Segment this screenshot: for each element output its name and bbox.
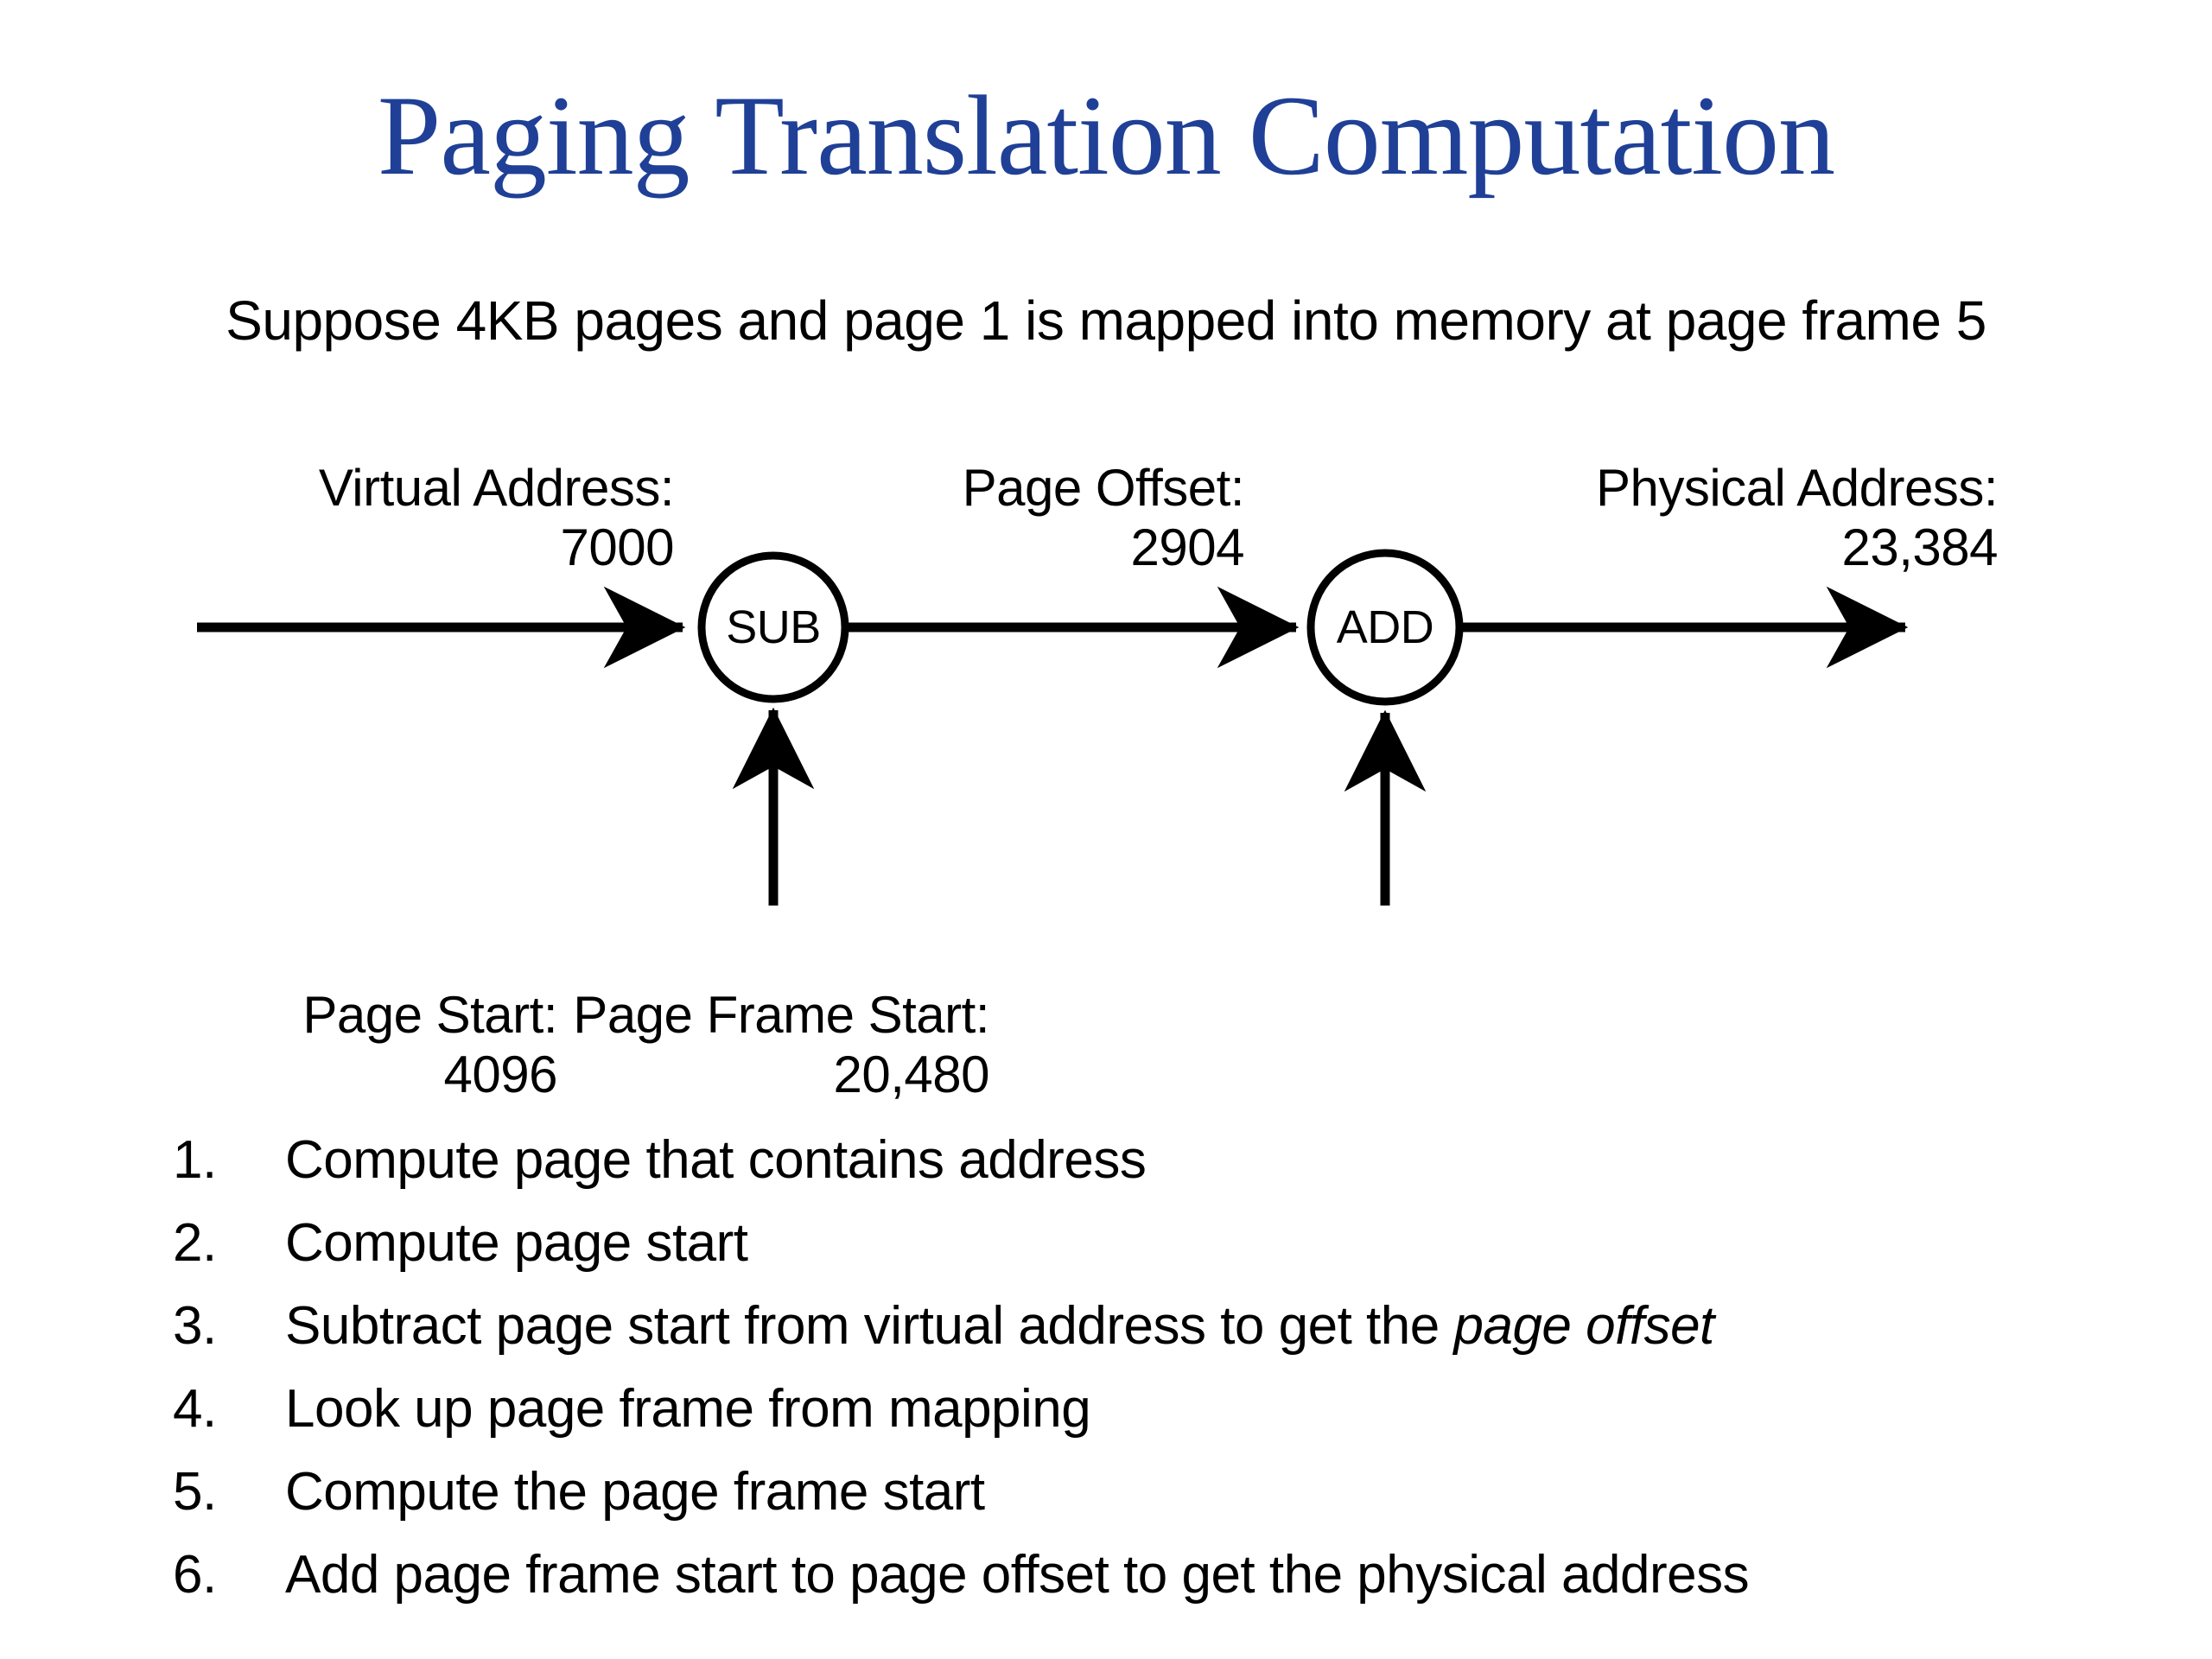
- list-item-text: Compute page that contains address: [285, 1134, 2177, 1187]
- list-item-text-emphasis: page offset: [1453, 1296, 1714, 1356]
- list-item-text-main: Compute page that contains address: [285, 1130, 1147, 1190]
- label-page-offset-value: 2904: [1130, 518, 1245, 576]
- label-page-frame-start: Page Frame Start: 20,480: [573, 985, 989, 1104]
- flow-diagram-svg: SUB ADD: [197, 549, 1909, 906]
- steps-list: 1. Compute page that contains address 2.…: [173, 1134, 2177, 1631]
- list-item-text-main: Compute the page frame start: [285, 1462, 985, 1522]
- subtitle-text: Suppose 4KB pages and page 1 is mapped i…: [226, 289, 1986, 352]
- list-item-number: 6.: [173, 1545, 217, 1605]
- label-virtual-address-value: 7000: [560, 518, 675, 576]
- list-item-text-main: Compute page start: [285, 1213, 748, 1273]
- list-item-text-main: Look up page frame from mapping: [285, 1379, 1091, 1439]
- node-add-circle: [1306, 549, 1464, 706]
- list-item: 6. Add page frame start to page offset t…: [173, 1548, 2177, 1631]
- list-item-number: 4.: [173, 1379, 217, 1439]
- label-physical-address-caption: Physical Address:: [1595, 459, 1999, 517]
- list-item: 2. Compute page start: [173, 1217, 2177, 1300]
- label-page-frame-start-value: 20,480: [833, 1046, 989, 1103]
- list-item-text-main: Subtract page start from virtual address…: [285, 1296, 1454, 1356]
- label-page-start-value: 4096: [443, 1046, 558, 1103]
- paging-flow-diagram: SUB ADD Virtual Address: 7000 Page Offse…: [0, 432, 2212, 1106]
- list-item-number: 5.: [173, 1462, 217, 1522]
- list-item-number: 3.: [173, 1296, 217, 1356]
- node-sub-circle: [697, 551, 849, 703]
- label-page-offset-caption: Page Offset:: [962, 459, 1245, 517]
- list-item-text: Subtract page start from virtual address…: [285, 1300, 2177, 1353]
- list-item-text: Compute page start: [285, 1217, 2177, 1270]
- list-item: 3. Subtract page start from virtual addr…: [173, 1300, 2177, 1382]
- page-title: Paging Translation Computation: [377, 72, 1835, 199]
- node-add-label: ADD: [1337, 601, 1434, 653]
- label-page-offset: Page Offset: 2904: [962, 458, 1245, 577]
- list-item-number: 2.: [173, 1213, 217, 1273]
- list-item: 5. Compute the page frame start: [173, 1465, 2177, 1548]
- list-item-number: 1.: [173, 1130, 217, 1190]
- node-sub-label: SUB: [726, 601, 821, 653]
- list-item: 1. Compute page that contains address: [173, 1134, 2177, 1217]
- list-item-text: Look up page frame from mapping: [285, 1382, 2177, 1436]
- list-item-text-main: Add page frame start to page offset to g…: [285, 1545, 1750, 1605]
- label-physical-address: Physical Address: 23,384: [1595, 458, 1999, 577]
- list-item-text: Compute the page frame start: [285, 1465, 2177, 1519]
- label-virtual-address-caption: Virtual Address:: [318, 459, 675, 517]
- label-page-frame-start-caption: Page Frame Start:: [573, 986, 989, 1044]
- label-page-start-caption: Page Start:: [302, 986, 557, 1044]
- label-physical-address-value: 23,384: [1841, 518, 1998, 576]
- list-item: 4. Look up page frame from mapping: [173, 1382, 2177, 1465]
- label-virtual-address: Virtual Address: 7000: [318, 458, 675, 577]
- list-item-text: Add page frame start to page offset to g…: [285, 1548, 2177, 1602]
- label-page-start: Page Start: 4096: [302, 985, 557, 1104]
